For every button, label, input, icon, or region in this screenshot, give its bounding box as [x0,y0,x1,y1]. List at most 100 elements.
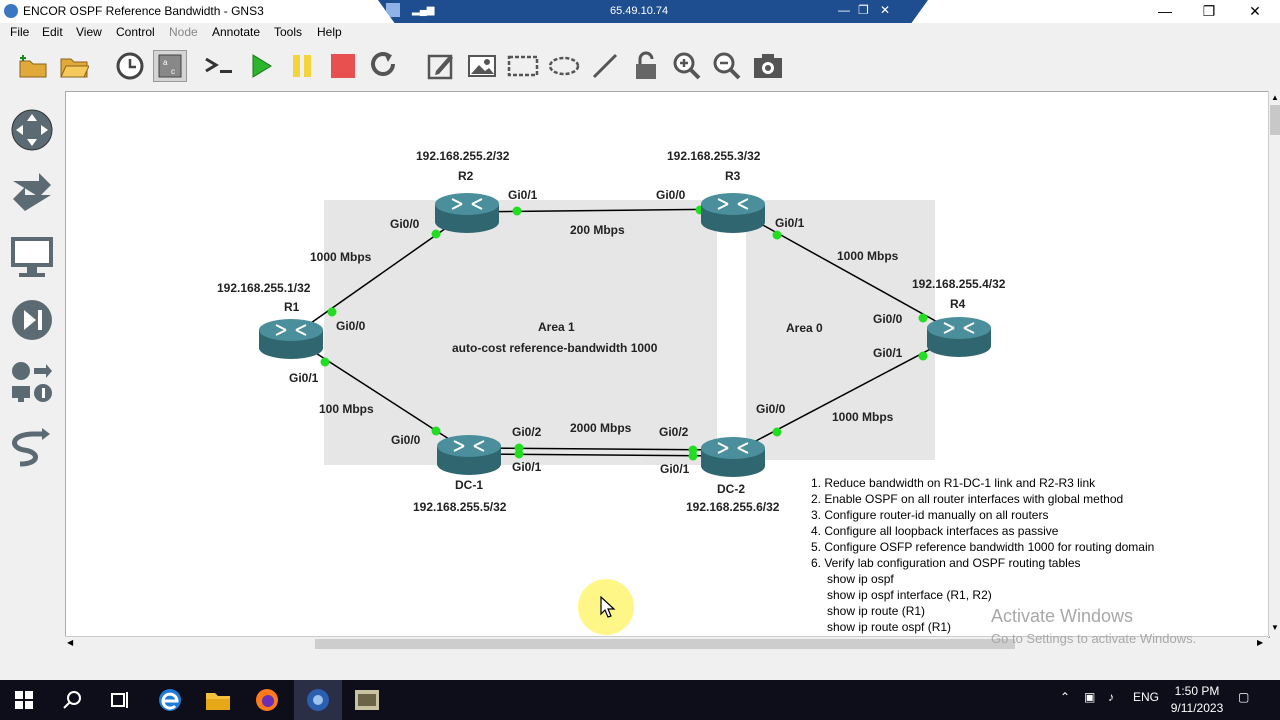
menu-edit[interactable]: Edit [42,25,63,39]
menu-tools[interactable]: Tools [274,25,303,39]
new-project-icon[interactable] [16,50,50,82]
menu-help[interactable]: Help [317,25,342,39]
ellipse-icon[interactable] [547,50,581,82]
language-indicator[interactable]: ENG [1133,690,1160,704]
close-button[interactable]: ✕ [1249,3,1261,19]
r1-gi01-label: Gi0/1 [289,371,319,385]
r3-gi01-label: Gi0/1 [775,216,805,230]
zoom-out-icon[interactable] [710,50,744,82]
console-icon[interactable] [202,50,236,82]
menu-annotate[interactable]: Annotate [212,25,261,39]
notifications-icon[interactable]: ▢ [1238,690,1250,704]
dc1-gi01-label: Gi0/1 [512,460,542,474]
command-item: show ip route ospf (R1) [827,620,952,634]
gns3-app-icon [4,4,18,18]
zoom-in-icon[interactable] [670,50,704,82]
mouse-cursor-icon [600,596,616,618]
rdp-close-icon[interactable]: ✕ [880,3,891,17]
scroll-left-icon[interactable]: ◀ [67,638,74,647]
activate-windows-title: Activate Windows [991,606,1134,626]
browse-routers-icon[interactable] [8,106,56,154]
svg-text:c: c [171,67,175,76]
area1-zone [324,200,717,465]
scroll-right-icon[interactable]: ▶ [1257,638,1264,647]
app-taskbar-icon[interactable] [343,680,391,720]
scroll-down-icon[interactable]: ▼ [1271,623,1279,632]
horizontal-scrollbar[interactable]: ◀ ▶ [65,636,1268,651]
dc1-gi02-label: Gi0/2 [512,425,542,439]
scroll-up-icon[interactable]: ▲ [1271,93,1279,102]
dc1-name-label: DC-1 [455,478,484,492]
command-item: show ip ospf interface (R1, R2) [827,588,992,602]
area0-zone [746,200,935,460]
browse-security-devices-icon[interactable] [8,296,56,344]
router-r3-icon [701,193,765,233]
windows-taskbar: ⌃ ▣ ♪ ENG 1:50 PM 9/11/2023 ▢ [0,680,1280,720]
stop-icon[interactable] [326,50,360,82]
vertical-scroll-thumb[interactable] [1270,105,1280,135]
play-icon[interactable] [244,50,278,82]
gns3-taskbar-icon[interactable] [294,680,342,720]
horizontal-scroll-thumb[interactable] [315,639,1015,649]
browse-end-devices-icon[interactable] [8,233,56,281]
rectangle-icon[interactable] [506,50,540,82]
open-project-icon[interactable] [57,50,91,82]
rdp-restore-icon[interactable]: ❐ [858,3,869,17]
r3-ip-label: 192.168.255.3/32 [667,149,761,163]
reload-icon[interactable] [367,50,401,82]
task-view-icon[interactable] [96,680,144,720]
svg-text:a: a [163,58,168,67]
device-sidebar [0,92,64,652]
topology-canvas[interactable]: 192.168.255.2/32 R2 192.168.255.3/32 R3 … [65,91,1270,638]
menu-view[interactable]: View [76,25,102,39]
area0-label: Area 0 [786,321,823,335]
volume-icon[interactable]: ♪ [1108,690,1114,704]
r3-name-label: R3 [725,169,741,183]
router-r1-icon [259,319,323,359]
line-icon[interactable] [588,50,622,82]
vertical-scrollbar[interactable]: ▲ ▼ [1268,91,1280,636]
task-item: 4. Configure all loopback interfaces as … [811,524,1059,538]
unlock-icon[interactable] [629,50,663,82]
maximize-button[interactable]: ❐ [1202,3,1216,19]
dc2-ip-label: 192.168.255.6/32 [686,500,780,514]
system-clock[interactable]: 1:50 PM 9/11/2023 [1168,683,1226,717]
r4-gi00-label: Gi0/0 [873,312,903,326]
add-link-icon[interactable] [8,422,56,470]
menu-file[interactable]: File [10,25,30,39]
r2-ip-label: 192.168.255.2/32 [416,149,510,163]
pin-icon[interactable] [386,3,400,17]
edit-note-icon[interactable] [424,50,458,82]
edge-icon[interactable] [146,680,194,720]
pause-icon[interactable] [285,50,319,82]
activate-windows-subtitle: Go to Settings to activate Windows. [991,631,1197,646]
topology-drawing [259,193,991,477]
dc1-ip-label: 192.168.255.5/32 [413,500,507,514]
rdp-minimize-icon[interactable]: — [838,3,850,17]
network-icon[interactable]: ▣ [1084,690,1096,704]
menu-node[interactable]: Node [169,25,198,39]
r2-name-label: R2 [458,169,474,183]
command-item: show ip ospf [827,572,894,586]
area1-label: Area 1 [538,320,575,334]
browse-switches-icon[interactable] [8,169,56,217]
r2-gi00-label: Gi0/0 [390,217,420,231]
r1-ip-label: 192.168.255.1/32 [217,281,311,295]
search-icon[interactable] [48,680,96,720]
start-icon[interactable] [0,680,48,720]
screenshot-icon[interactable] [751,50,785,82]
show-hidden-icons-icon[interactable]: ⌃ [1060,690,1071,704]
browse-all-devices-icon[interactable] [8,358,56,406]
clock-icon[interactable] [113,50,147,82]
task-item: 6. Verify lab configuration and OSPF rou… [811,556,1081,570]
task-item: 1. Reduce bandwidth on R1-DC-1 link and … [811,476,1096,490]
r3-gi00-label: Gi0/0 [656,188,686,202]
minimize-button[interactable]: — [1158,3,1172,19]
menu-control[interactable]: Control [116,25,155,39]
insert-image-icon[interactable] [465,50,499,82]
clock-time: 1:50 PM [1174,684,1220,698]
firefox-icon[interactable] [243,680,291,720]
signal-icon: ▂▄▆ [412,5,435,16]
file-explorer-icon[interactable] [194,680,242,720]
